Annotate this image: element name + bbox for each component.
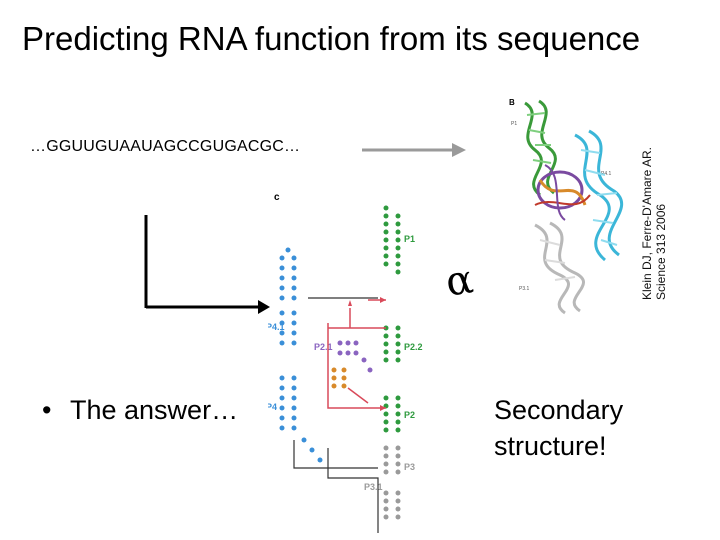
right-arrow-icon xyxy=(362,143,466,157)
slide-title: Predicting RNA function from its sequenc… xyxy=(22,20,641,57)
elbow-arrow-icon xyxy=(144,215,270,314)
helix-label-p2: P2 xyxy=(404,410,415,420)
helix-label-p31: P3.1 xyxy=(364,482,383,492)
answer-text: Secondary structure! xyxy=(494,395,624,461)
figure-label-b: B xyxy=(509,98,515,107)
citation-journal: Science 313 2006 xyxy=(654,203,668,300)
secondary-structure-diagram: c P1 P2.2 P2 P4.1 P4 P2.1 xyxy=(268,192,423,533)
helix-label-p4: P4 xyxy=(268,402,277,412)
bullet-dot: • xyxy=(42,395,52,425)
alpha-symbol: α xyxy=(442,256,477,306)
bullet-text: The answer… xyxy=(70,395,239,425)
helix-label-p1: P1 xyxy=(404,234,415,244)
helix-label-p3: P3 xyxy=(404,462,415,472)
helix-label-p41: P4.1 xyxy=(268,322,285,332)
helix-label-p22: P2.2 xyxy=(404,342,423,352)
citation: Klein DJ, Ferre-D'Amare AR. Science 313 … xyxy=(640,100,668,300)
figure-label-c: c xyxy=(274,192,280,203)
citation-authors: Klein DJ, Ferre-D'Amare AR. xyxy=(640,147,654,300)
helix-label-p31: P3.1 xyxy=(519,286,530,292)
rna-sequence: …GGUUGUAAUAGCCGUGACGC… xyxy=(30,138,301,155)
helix-label-p21: P2.1 xyxy=(314,342,333,352)
tertiary-structure-figure: B P1 P4.1 P3.1 xyxy=(509,98,624,315)
helix-label-p41: P4.1 xyxy=(601,171,612,177)
helix-label-p1: P1 xyxy=(511,121,517,127)
